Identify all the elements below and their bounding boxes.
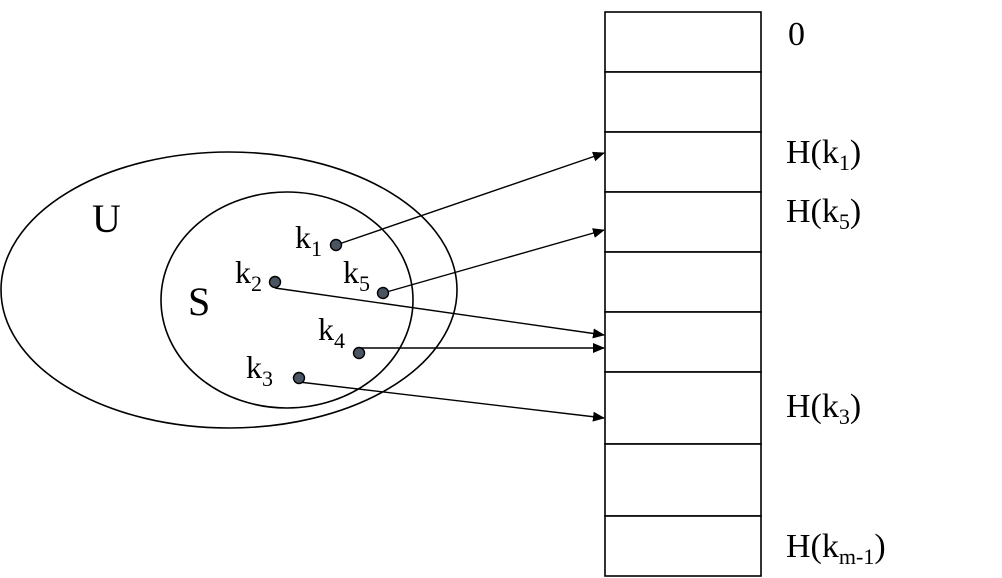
slot-label-0: 0 [788,16,805,53]
table-slot [604,131,762,193]
arrow-k3 [298,381,605,422]
slot-label-h-km-1: H(km-1) [786,528,886,569]
key-dot-k3 [292,371,306,385]
universe-label: U [92,196,121,241]
key-dot-k1 [329,238,343,252]
arrow-k1 [335,151,605,246]
arrow-k2 [274,287,605,339]
key-label-k4: k4 [318,311,345,353]
table-slot [604,371,762,445]
universe-ellipse [0,151,458,429]
subset-ellipse [160,191,414,409]
table-slot [604,443,762,517]
table-slot [604,11,762,73]
key-label-k3: k3 [246,349,273,391]
table-slot [604,251,762,313]
hash-table [604,11,762,577]
arrow-k5 [382,228,605,294]
table-slot [604,311,762,373]
key-dot-k2 [268,275,282,289]
subset-label: S [188,279,210,324]
slot-label-h-k5: H(k5) [786,193,861,234]
key-dot-k5 [376,286,390,300]
slot-label-h-k1: H(k1) [786,134,861,175]
key-label-k5: k5 [343,254,370,296]
slot-label-h-k3: H(k3) [786,388,861,429]
table-slot [604,191,762,253]
key-label-k2: k2 [235,254,262,296]
table-slot [604,515,762,577]
key-dot-k4 [352,346,366,360]
key-label-k1: k1 [295,219,322,261]
table-slot [604,71,762,133]
